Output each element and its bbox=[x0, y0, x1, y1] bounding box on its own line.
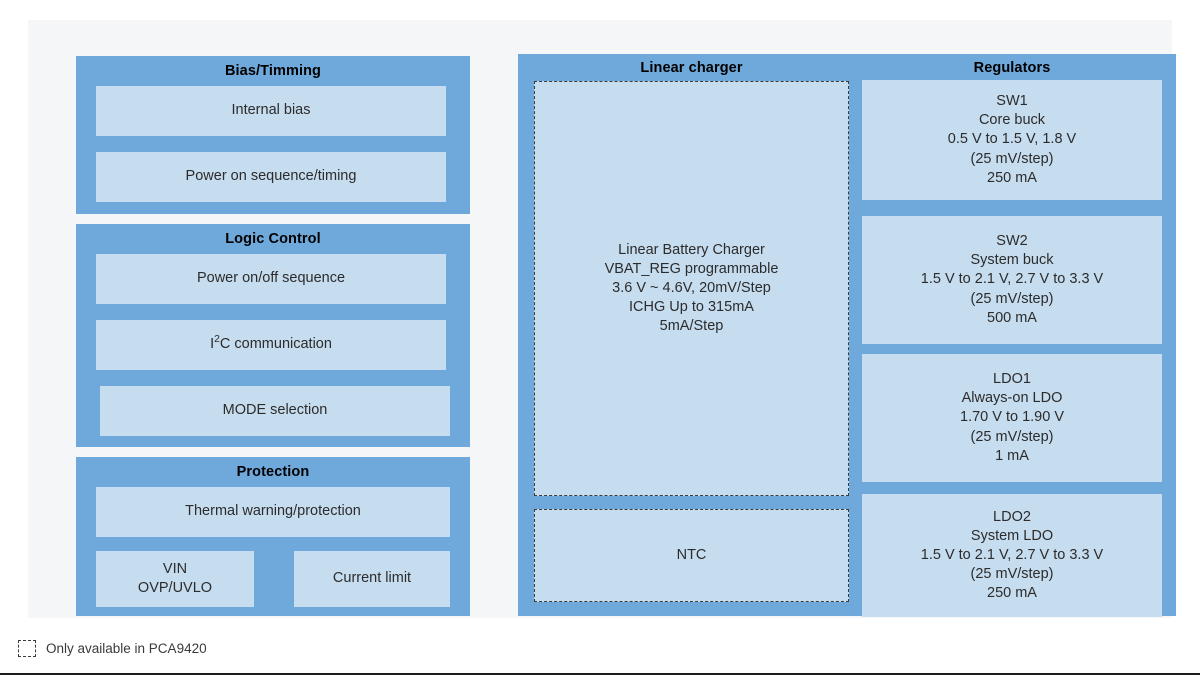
block-linear-battery-charger: Linear Battery Charger VBAT_REG programm… bbox=[534, 81, 849, 496]
block-power-on-off-sequence-line: Power on/off sequence bbox=[196, 270, 346, 287]
ldo2-line-5: 250 mA bbox=[987, 585, 1037, 602]
ldo1-line-4: (25 mV/step) bbox=[970, 428, 1054, 445]
right-group-title-row: Linear charger Regulators bbox=[518, 54, 1176, 80]
block-internal-bias: Internal bias bbox=[96, 86, 446, 136]
group-protection-title: Protection bbox=[236, 464, 310, 480]
group-bias-timing-title: Bias/Timming bbox=[224, 63, 321, 79]
block-power-on-off-sequence: Power on/off sequence bbox=[96, 254, 446, 304]
charger-line-2: VBAT_REG programmable bbox=[604, 260, 779, 277]
block-thermal-warning-protection-line: Thermal warning/protection bbox=[185, 503, 361, 520]
block-current-limit: Current limit bbox=[294, 551, 450, 607]
block-sw1: SW1 Core buck 0.5 V to 1.5 V, 1.8 V (25 … bbox=[862, 80, 1162, 200]
block-power-on-sequence-timing: Power on sequence/timing bbox=[96, 152, 446, 202]
legend-label: Only available in PCA9420 bbox=[46, 641, 207, 656]
charger-line-4: ICHG Up to 315mA bbox=[629, 299, 754, 316]
ldo1-line-3: 1.70 V to 1.90 V bbox=[960, 409, 1064, 426]
ldo2-line-4: (25 mV/step) bbox=[970, 566, 1054, 583]
block-ldo2: LDO2 System LDO 1.5 V to 2.1 V, 2.7 V to… bbox=[862, 494, 1162, 617]
charger-line-1: Linear Battery Charger bbox=[618, 241, 765, 258]
sw2-line-1: SW2 bbox=[996, 233, 1028, 250]
i2c-superscript: 2 bbox=[214, 334, 220, 346]
sw2-line-3: 1.5 V to 2.1 V, 2.7 V to 3.3 V bbox=[920, 271, 1104, 288]
group-protection: Protection Thermal warning/protection VI… bbox=[76, 457, 470, 616]
ldo2-line-1: LDO2 bbox=[993, 508, 1031, 525]
block-thermal-warning-protection: Thermal warning/protection bbox=[96, 487, 450, 537]
block-ldo1: LDO1 Always-on LDO 1.70 V to 1.90 V (25 … bbox=[862, 354, 1162, 482]
dashed-square-icon bbox=[18, 640, 36, 657]
ldo1-line-5: 1 mA bbox=[995, 447, 1029, 464]
block-current-limit-line: Current limit bbox=[332, 570, 412, 587]
group-regulators-title: Regulators bbox=[973, 60, 1051, 76]
ldo1-line-2: Always-on LDO bbox=[961, 390, 1063, 407]
legend: Only available in PCA9420 bbox=[18, 640, 207, 657]
ntc-line-1: NTC bbox=[676, 546, 707, 563]
sw1-line-5: 250 mA bbox=[987, 169, 1037, 186]
group-charger-regulators: Linear charger Regulators Linear Battery… bbox=[518, 54, 1176, 617]
block-vin-ovp-uvlo: VIN OVP/UVLO bbox=[96, 551, 254, 607]
group-bias-timing: Bias/Timming Internal bias Power on sequ… bbox=[76, 56, 470, 214]
sw1-line-2: Core buck bbox=[978, 112, 1046, 129]
i2c-prefix: I bbox=[210, 336, 215, 353]
sw2-line-4: (25 mV/step) bbox=[970, 290, 1054, 307]
block-sw2: SW2 System buck 1.5 V to 2.1 V, 2.7 V to… bbox=[862, 216, 1162, 344]
block-mode-selection-line: MODE selection bbox=[222, 402, 328, 419]
block-internal-bias-line: Internal bias bbox=[231, 102, 311, 119]
block-i2c-communication-line: I2C communication bbox=[96, 335, 446, 354]
charger-line-5: 5mA/Step bbox=[659, 318, 724, 335]
block-vin-line-2: OVP/UVLO bbox=[137, 580, 213, 596]
sw1-line-1: SW1 bbox=[996, 93, 1028, 110]
group-logic-control-title: Logic Control bbox=[225, 231, 321, 247]
block-mode-selection: MODE selection bbox=[100, 386, 450, 436]
group-linear-charger-title: Linear charger bbox=[640, 60, 743, 76]
i2c-suffix: C communication bbox=[219, 336, 332, 353]
ldo2-line-3: 1.5 V to 2.1 V, 2.7 V to 3.3 V bbox=[920, 546, 1104, 563]
ldo1-line-1: LDO1 bbox=[993, 371, 1031, 388]
sw2-line-5: 500 mA bbox=[987, 309, 1037, 326]
sw1-line-3: 0.5 V to 1.5 V, 1.8 V bbox=[947, 131, 1077, 148]
block-ntc: NTC bbox=[534, 509, 849, 602]
diagram-panel: Bias/Timming Internal bias Power on sequ… bbox=[28, 20, 1176, 618]
group-logic-control: Logic Control Power on/off sequence I2C … bbox=[76, 224, 470, 447]
block-power-on-sequence-timing-line: Power on sequence/timing bbox=[185, 168, 357, 185]
ldo2-line-2: System LDO bbox=[970, 527, 1054, 544]
block-i2c-communication: I2C communication bbox=[96, 320, 446, 370]
charger-line-3: 3.6 V ~ 4.6V, 20mV/Step bbox=[612, 279, 771, 296]
sw2-line-2: System buck bbox=[970, 252, 1054, 269]
sw1-line-4: (25 mV/step) bbox=[970, 150, 1054, 167]
block-vin-line-1: VIN bbox=[162, 560, 188, 577]
